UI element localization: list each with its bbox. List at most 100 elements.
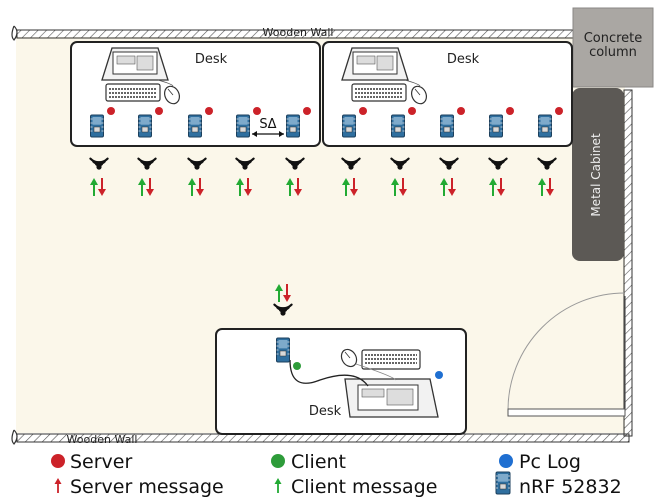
server-dot bbox=[359, 107, 367, 115]
legend-client-arrow bbox=[274, 478, 282, 493]
server-dot bbox=[107, 107, 115, 115]
server-dot bbox=[408, 107, 416, 115]
server-message-arrow bbox=[497, 178, 505, 196]
wifi-signal-icon bbox=[187, 157, 207, 170]
spacing-arrow-right-head bbox=[279, 131, 284, 137]
nrf-board-icon bbox=[138, 114, 152, 138]
server-nodes bbox=[89, 107, 563, 196]
client-message-arrow bbox=[538, 178, 546, 196]
legend-board-icon bbox=[495, 471, 511, 495]
desk-3-label: Desk bbox=[309, 404, 342, 419]
legend-server-dot bbox=[51, 454, 65, 468]
legend-board-label: nRF 52832 bbox=[519, 476, 622, 498]
client-message-arrow bbox=[440, 178, 448, 196]
server-message-arrow bbox=[196, 178, 204, 196]
wifi-signal-icon bbox=[285, 157, 305, 170]
mouse-icon bbox=[164, 85, 180, 105]
server-message-arrow bbox=[399, 178, 407, 196]
nrf-board-icon bbox=[391, 114, 405, 138]
server-message-arrow bbox=[294, 178, 302, 196]
wifi-signal-icon bbox=[390, 157, 410, 170]
keyboard-icon bbox=[361, 349, 421, 370]
client-message-arrow bbox=[236, 178, 244, 196]
client-message-arrow bbox=[489, 178, 497, 196]
nrf-board-icon bbox=[90, 114, 104, 138]
server-dot bbox=[253, 107, 261, 115]
nrf-board-icon bbox=[286, 114, 300, 138]
server-dot bbox=[303, 107, 311, 115]
nrf-board-icon bbox=[188, 114, 202, 138]
client-message-arrow bbox=[138, 178, 146, 196]
server-dot bbox=[506, 107, 514, 115]
nrf-board-icon bbox=[440, 114, 454, 138]
nrf-board-icon bbox=[495, 471, 511, 495]
server-message-arrow bbox=[350, 178, 358, 196]
legend-pclog-label: Pc Log bbox=[519, 451, 581, 473]
wifi-signal-icon bbox=[439, 157, 459, 170]
nrf-board-icon bbox=[276, 337, 290, 363]
wifi-signal-icon bbox=[488, 157, 508, 170]
spacing-label: SΔ bbox=[259, 117, 276, 132]
legend-server-arrow bbox=[54, 478, 62, 493]
metal-cabinet bbox=[572, 88, 624, 261]
concrete-column bbox=[572, 7, 654, 88]
top-wall-label: Wooden Wall bbox=[263, 26, 334, 39]
desk-2-label: Desk bbox=[447, 52, 480, 67]
client-message-arrow bbox=[391, 178, 399, 196]
server-message-arrow bbox=[283, 284, 291, 302]
monitor-icon bbox=[344, 378, 439, 418]
client-dot bbox=[293, 362, 301, 370]
server-message-arrow bbox=[546, 178, 554, 196]
legend-server-message-label: Server message bbox=[70, 476, 224, 498]
server-message-arrow bbox=[448, 178, 456, 196]
monitor-icon bbox=[341, 47, 409, 81]
client-node bbox=[273, 284, 301, 370]
keyboard-icon bbox=[105, 83, 161, 102]
wifi-signal-icon bbox=[273, 303, 293, 316]
column-label-line2: column bbox=[589, 45, 637, 60]
nrf-board-icon bbox=[489, 114, 503, 138]
server-message-arrow bbox=[98, 178, 106, 196]
legend-server-label: Server bbox=[70, 451, 132, 473]
bottom-wall-label: Wooden Wall bbox=[67, 433, 138, 446]
spacing-arrow-left-head bbox=[252, 131, 257, 137]
nrf-board-icon bbox=[342, 114, 356, 138]
wall-break-top bbox=[11, 25, 18, 41]
mouse-icon bbox=[340, 348, 358, 368]
wifi-signal-icon bbox=[137, 157, 157, 170]
legend-client-message-label: Client message bbox=[291, 476, 437, 498]
server-dot bbox=[555, 107, 563, 115]
server-dot bbox=[155, 107, 163, 115]
wifi-signal-icon bbox=[341, 157, 361, 170]
wall-break-bottom bbox=[11, 429, 18, 445]
client-message-arrow bbox=[286, 178, 294, 196]
door-leaf bbox=[507, 408, 626, 417]
nrf-board-icon bbox=[538, 114, 552, 138]
legend-client-label: Client bbox=[291, 451, 346, 473]
mouse-icon bbox=[411, 85, 427, 105]
column-label-line1: Concrete bbox=[584, 31, 643, 46]
wifi-signal-icon bbox=[235, 157, 255, 170]
client-message-arrow bbox=[342, 178, 350, 196]
pc-log-dot bbox=[435, 371, 443, 379]
nrf-board-icon bbox=[236, 114, 250, 138]
server-message-arrow bbox=[244, 178, 252, 196]
wifi-signal-icon bbox=[537, 157, 557, 170]
client-message-arrow bbox=[275, 284, 283, 302]
door-swing bbox=[507, 292, 626, 411]
mouse-cable bbox=[355, 363, 397, 381]
server-dot bbox=[457, 107, 465, 115]
desk-1-label: Desk bbox=[195, 52, 228, 67]
wifi-signal-icon bbox=[89, 157, 109, 170]
server-dot bbox=[205, 107, 213, 115]
legend-client-dot bbox=[271, 454, 285, 468]
client-message-arrow bbox=[188, 178, 196, 196]
client-message-arrow bbox=[90, 178, 98, 196]
legend-pclog-dot bbox=[499, 454, 513, 468]
cabinet-label: Metal Cabinet bbox=[589, 133, 603, 217]
monitor-icon bbox=[101, 47, 169, 81]
client-usb-cable bbox=[289, 359, 369, 387]
keyboard-icon bbox=[351, 83, 407, 102]
right-wall bbox=[623, 89, 633, 437]
